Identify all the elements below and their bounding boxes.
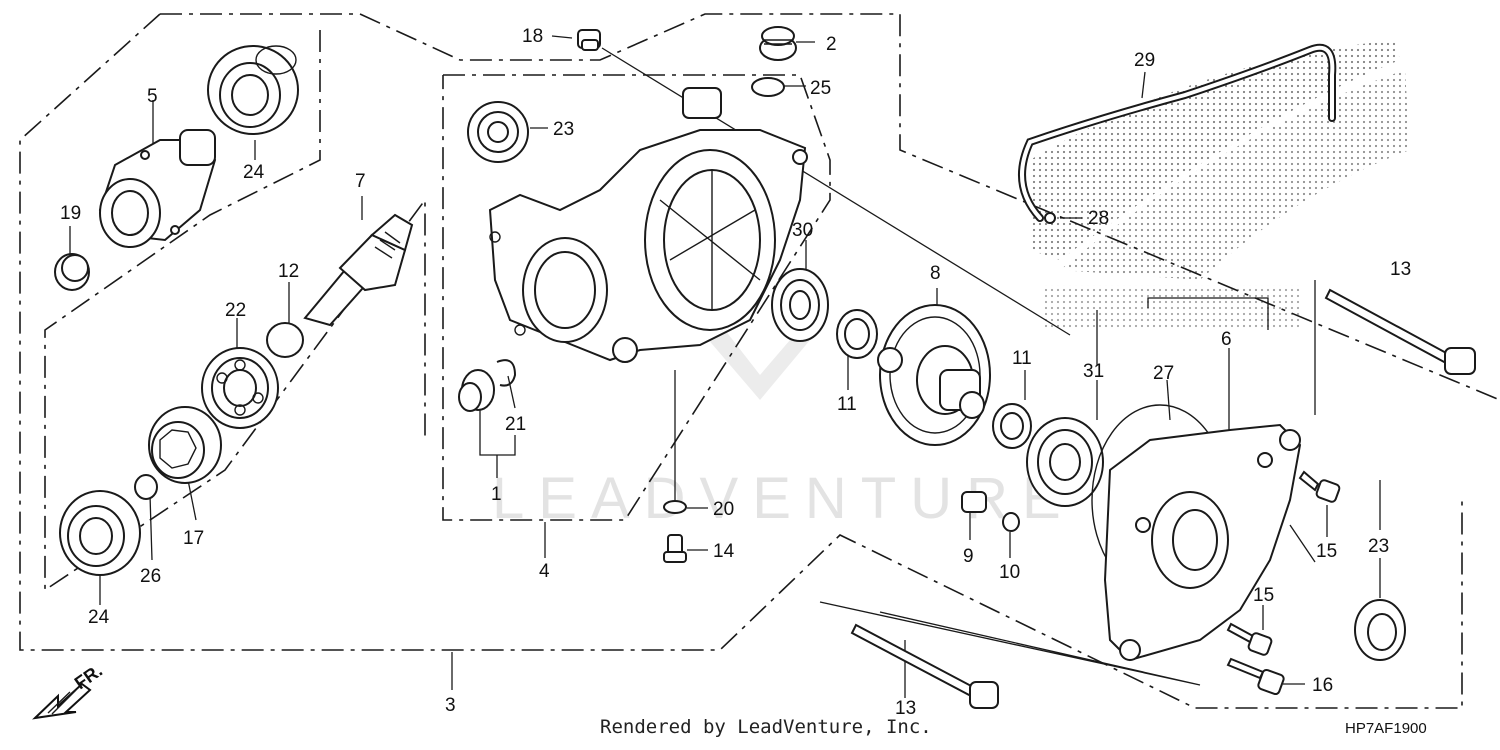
part-22-bearing[interactable] [201, 347, 279, 429]
callout-24[interactable]: 24 [88, 607, 110, 628]
part-23-bearing-upper[interactable] [467, 101, 529, 163]
callout-16[interactable]: 16 [1312, 675, 1333, 696]
part-4-gear-case[interactable] [488, 87, 808, 363]
callout-10[interactable]: 10 [999, 562, 1020, 583]
callout-7[interactable]: 7 [355, 171, 366, 192]
callout-29[interactable]: 29 [1134, 50, 1155, 71]
part-18-drain-bolt[interactable] [577, 29, 601, 51]
part-13-bolt-lower[interactable] [850, 623, 999, 709]
callout-14[interactable]: 14 [713, 541, 735, 562]
render-credit: Rendered by LeadVenture, Inc. [600, 716, 932, 738]
watermark: LEADVENTURE [492, 330, 1075, 531]
part-6-gear-case-cover[interactable] [1103, 423, 1302, 662]
callout-2[interactable]: 2 [826, 34, 837, 55]
part-23-seal-right[interactable] [1354, 599, 1406, 661]
part-16-bolt[interactable] [1226, 657, 1285, 696]
part-7-pinion-gear[interactable] [303, 213, 414, 327]
part-20-washer[interactable] [663, 500, 687, 514]
leader-lines [69, 35, 1381, 698]
part-19-nut[interactable] [54, 253, 90, 291]
callout-5[interactable]: 5 [147, 86, 158, 107]
part-24-oil-seal-lower[interactable] [59, 490, 141, 576]
callout-12[interactable]: 12 [278, 261, 299, 282]
part-26-o-ring[interactable] [134, 474, 158, 500]
part-21-circlip[interactable] [496, 359, 517, 387]
callout-26[interactable]: 26 [140, 566, 161, 587]
part-11-shim-right[interactable] [992, 403, 1032, 449]
part-10-sealing-washer[interactable] [1002, 512, 1020, 532]
callout-24[interactable]: 24 [243, 162, 265, 183]
callout-6[interactable]: 6 [1221, 329, 1232, 350]
diagram-code: HP7AF1900 [1345, 720, 1427, 737]
callout-9[interactable]: 9 [963, 546, 974, 567]
part-15-bolt-upper[interactable] [1298, 470, 1341, 503]
part-5-flange[interactable] [98, 129, 217, 248]
callout-21[interactable]: 21 [505, 414, 526, 435]
part-11-shim-left[interactable] [836, 309, 878, 359]
callout-30[interactable]: 30 [792, 220, 813, 241]
callout-11[interactable]: 11 [1012, 348, 1032, 369]
callout-17[interactable]: 17 [183, 528, 204, 549]
callout-27[interactable]: 27 [1153, 363, 1174, 384]
callout-labels: 18 2 25 29 5 24 23 19 7 28 30 13 12 8 22 6 11 11 31 27 21 1 17… [60, 26, 1411, 719]
callout-1[interactable]: 1 [491, 484, 502, 505]
callout-19[interactable]: 19 [60, 203, 81, 224]
part-8-ring-gear[interactable] [877, 304, 991, 446]
callout-8[interactable]: 8 [930, 263, 941, 284]
part-2-filler-cap[interactable] [759, 26, 797, 61]
callout-15[interactable]: 15 [1316, 541, 1337, 562]
part-24-oil-seal-upper[interactable] [207, 45, 299, 135]
front-direction-marker: FR. [32, 660, 106, 720]
callout-13[interactable]: 13 [895, 698, 916, 719]
callout-31[interactable]: 31 [1083, 361, 1104, 382]
callout-11[interactable]: 11 [837, 394, 857, 415]
part-9-plug[interactable] [961, 491, 987, 513]
part-28-clip[interactable] [1044, 212, 1056, 224]
callout-20[interactable]: 20 [713, 499, 734, 520]
callout-28[interactable]: 28 [1088, 208, 1109, 229]
part-14-bolt[interactable] [663, 534, 687, 563]
callout-4[interactable]: 4 [539, 561, 550, 582]
callout-3[interactable]: 3 [445, 695, 456, 716]
part-1-collar[interactable] [458, 369, 495, 412]
part-17-lock-nut[interactable] [148, 406, 222, 484]
part-30-bearing[interactable] [771, 268, 829, 342]
part-25-o-ring[interactable] [751, 77, 785, 97]
part-13-bolt-right[interactable] [1324, 288, 1476, 375]
callout-25[interactable]: 25 [810, 78, 831, 99]
callout-15[interactable]: 15 [1253, 585, 1274, 606]
callout-23[interactable]: 23 [1368, 536, 1389, 557]
honda-wing-logo [1030, 40, 1410, 330]
callout-18[interactable]: 18 [522, 26, 543, 47]
callout-23[interactable]: 23 [553, 119, 574, 140]
callout-13[interactable]: 13 [1390, 259, 1411, 280]
part-15-bolt-lower[interactable] [1226, 622, 1273, 656]
part-31-bearing[interactable] [1026, 417, 1104, 507]
svg-text:LEADVENTURE: LEADVENTURE [492, 466, 1075, 531]
part-12-shim[interactable] [266, 322, 304, 358]
callout-22[interactable]: 22 [225, 300, 246, 321]
